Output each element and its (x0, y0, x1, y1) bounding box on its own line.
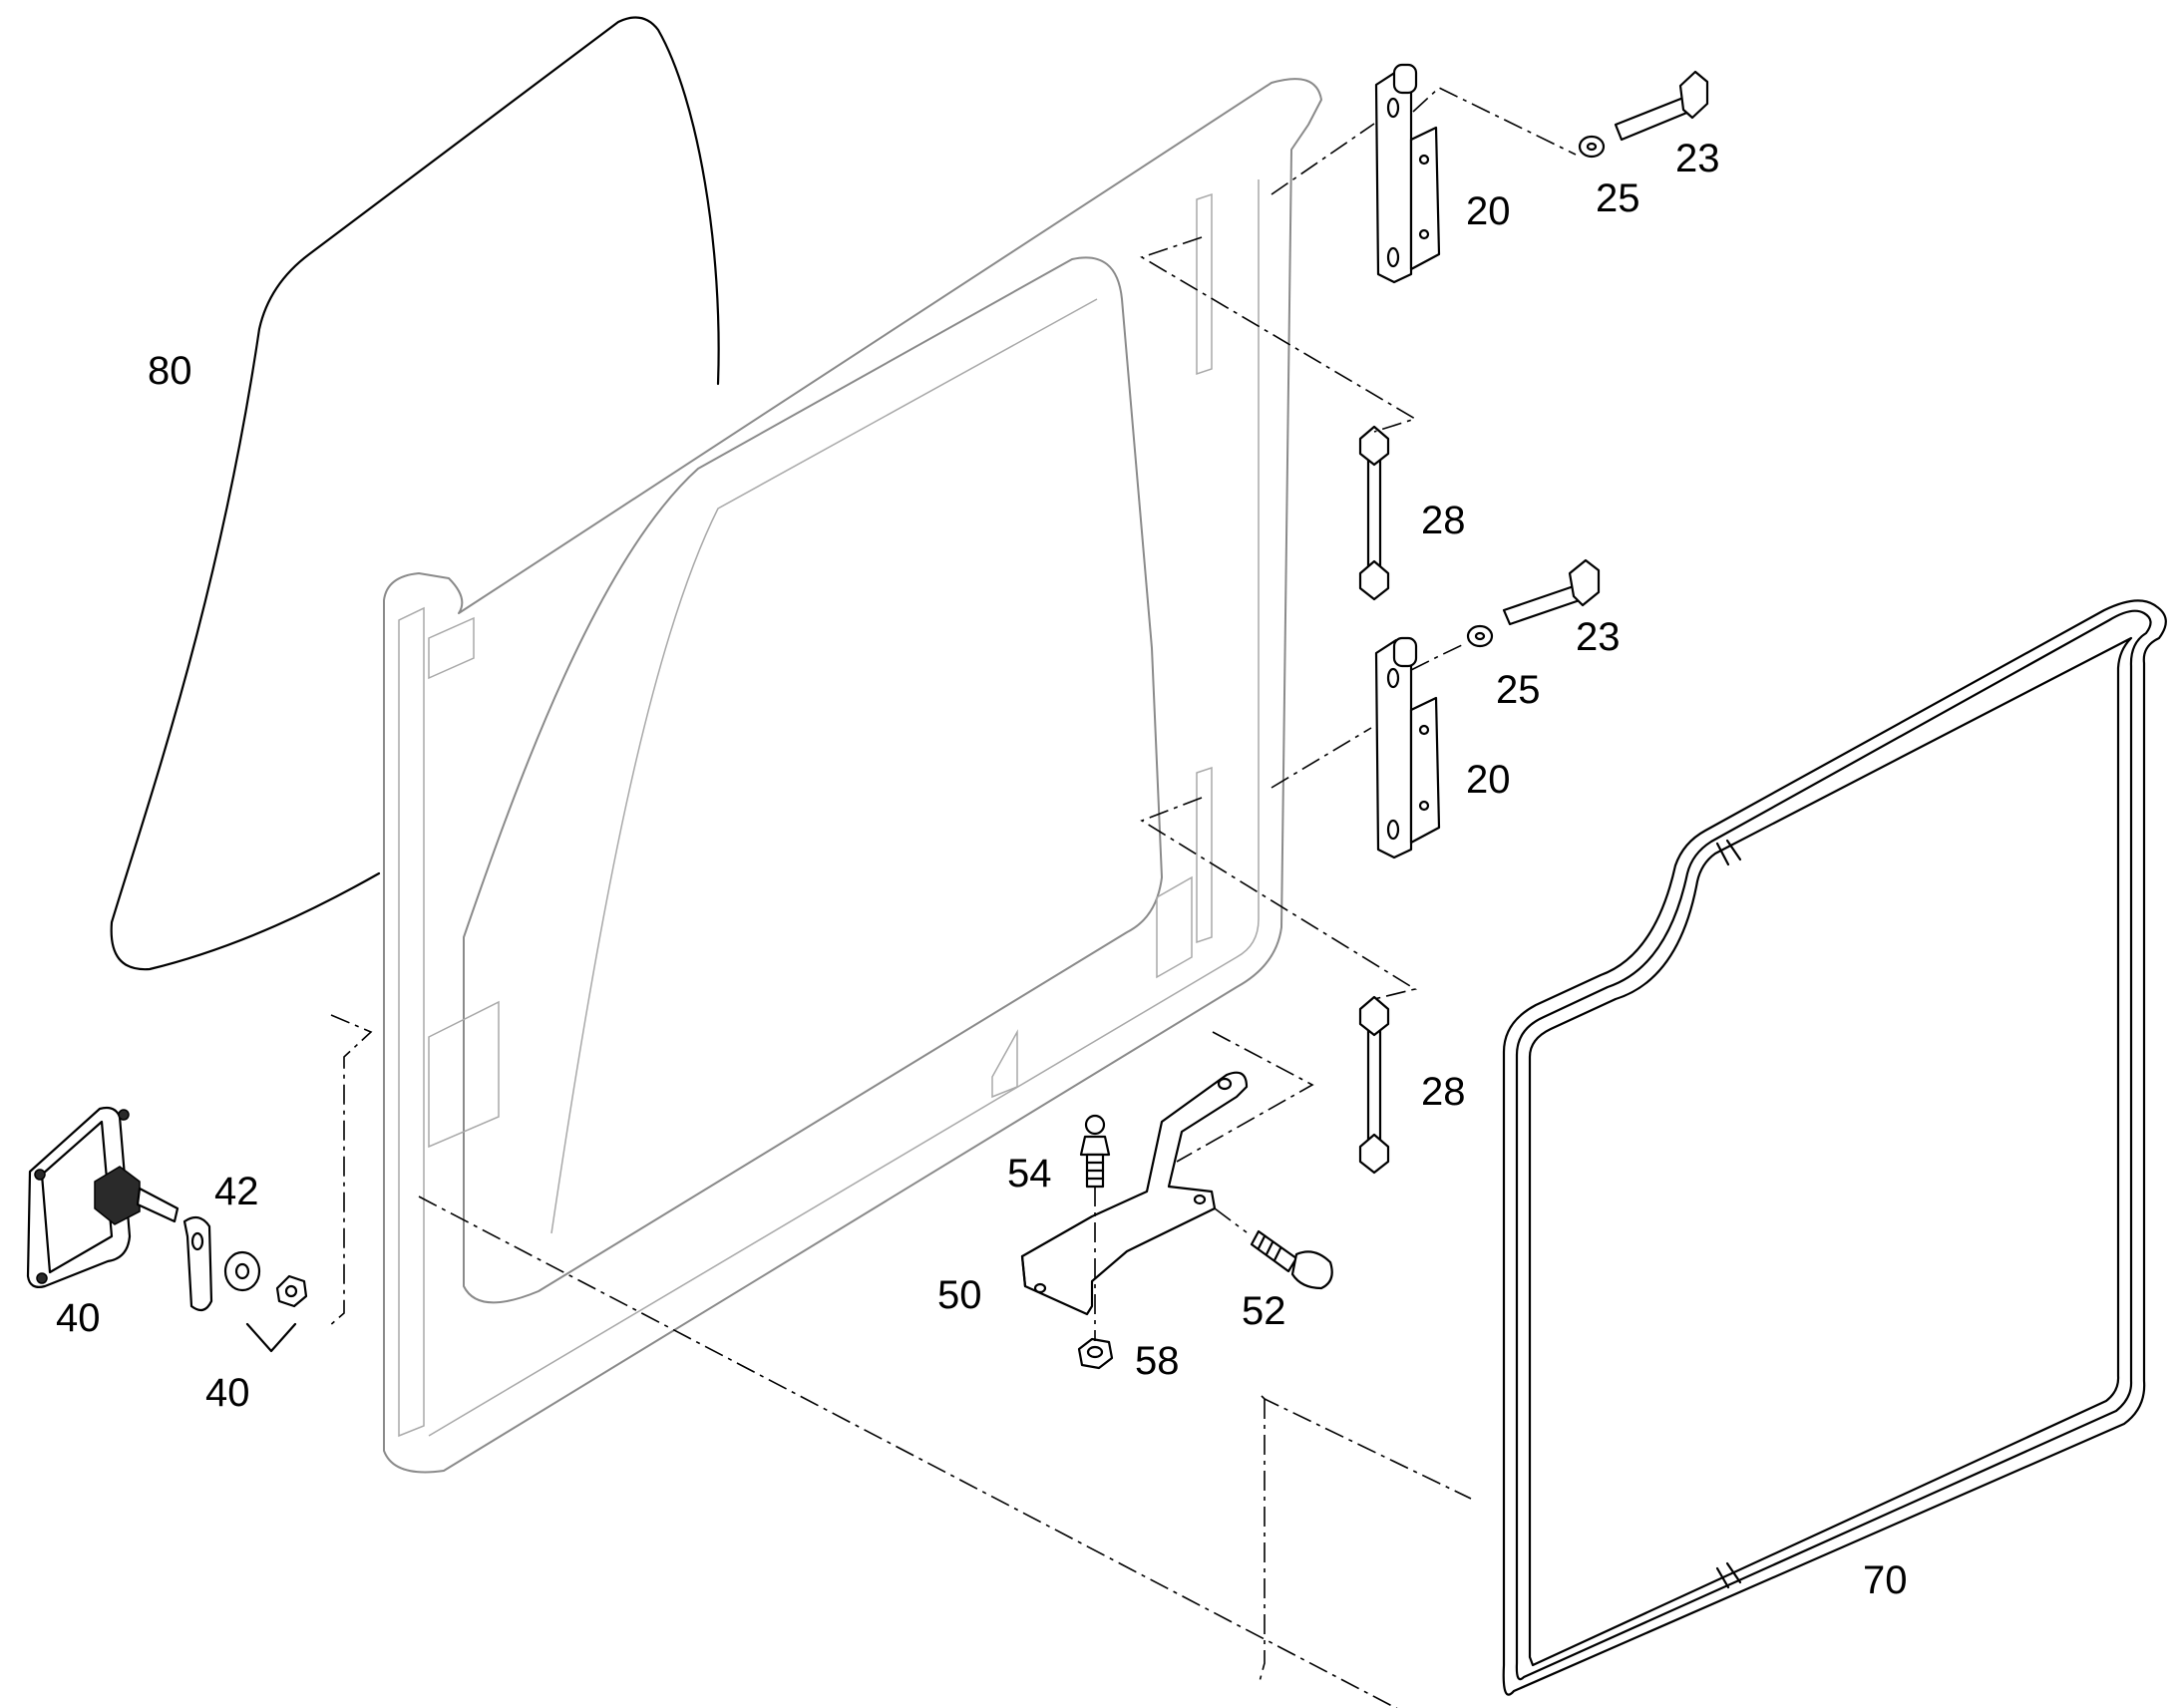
callout-nut: 58 (1135, 1339, 1180, 1383)
hinge-bottom-part-20 (1374, 636, 1441, 859)
washer-mid-part-25 (1466, 624, 1494, 648)
bolt-mid-part-23 (1502, 558, 1601, 626)
washer-top-part-25 (1578, 135, 1606, 159)
callout-clip: 42 (214, 1170, 259, 1213)
leader-lines (328, 87, 1577, 1708)
seal-part-70 (1502, 599, 2167, 1696)
link-rod-bottom-part-28 (1358, 995, 1390, 1175)
lamp-part-40 (26, 1106, 180, 1288)
lamp-nut (275, 1274, 308, 1308)
callout-hinge-top: 20 (1466, 189, 1511, 233)
callout-washer-top: 25 (1596, 176, 1640, 220)
clip-part-42 (182, 1215, 213, 1312)
callout-glass: 80 (148, 349, 192, 393)
callout-lamp-kit: 40 (205, 1371, 250, 1415)
callout-lamp: 40 (56, 1296, 101, 1340)
door-frame (383, 78, 1322, 1474)
bolt-top-part-23 (1614, 70, 1709, 142)
callout-bracket: 50 (937, 1273, 982, 1317)
lamp-washer (223, 1250, 261, 1292)
link-rod-top-part-28 (1358, 425, 1390, 601)
callout-link-top: 28 (1421, 499, 1466, 542)
callouts: 80 20 25 23 28 23 25 20 28 54 50 52 58 7… (56, 137, 1908, 1602)
screw-part-52 (1250, 1229, 1333, 1290)
glass-pane-part-80 (110, 16, 720, 971)
callout-link-bottom: 28 (1421, 1070, 1466, 1114)
callout-ball-stud: 54 (1007, 1152, 1052, 1196)
callout-bolt-mid: 23 (1576, 615, 1621, 659)
callout-seal: 70 (1863, 1558, 1908, 1602)
callout-washer-mid: 25 (1496, 668, 1541, 712)
bracket-part-50 (1020, 1071, 1249, 1316)
callout-hinge-bottom: 20 (1466, 758, 1511, 802)
hinge-top-part-20 (1374, 63, 1441, 284)
lamp-kit-bracket-line (245, 1322, 297, 1353)
ball-stud-part-54 (1079, 1114, 1111, 1189)
callout-bolt-top: 23 (1675, 137, 1720, 180)
nut-part-58 (1077, 1337, 1114, 1370)
callout-screw: 52 (1242, 1289, 1286, 1333)
